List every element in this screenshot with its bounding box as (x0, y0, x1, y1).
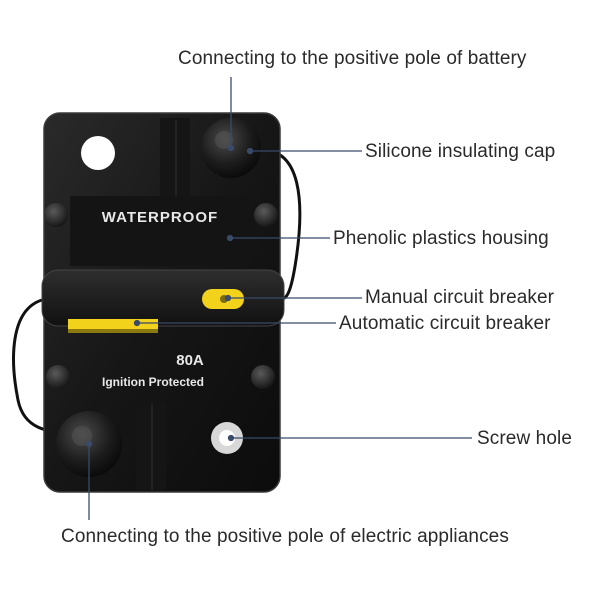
leader-lines (85, 77, 472, 520)
screw (251, 365, 275, 389)
ignition-marking: Ignition Protected (102, 375, 204, 389)
reset-lever (42, 270, 284, 326)
waterproof-marking: WATERPROOF (102, 209, 218, 226)
callout-silicone-cap: Silicone insulating cap (365, 141, 556, 162)
callout-manual-breaker: Manual circuit breaker (365, 287, 555, 308)
callout-battery-pole: Connecting to the positive pole of batte… (178, 48, 527, 69)
screw (254, 203, 278, 227)
callout-screw-hole: Screw hole (477, 428, 572, 449)
mounting-hole-top (81, 136, 115, 170)
screw (46, 365, 70, 389)
callout-housing: Phenolic plastics housing (333, 228, 549, 249)
callout-appliance-pole: Connecting to the positive pole of elect… (61, 526, 509, 547)
amperage-rating: 80A (176, 352, 204, 369)
screw (44, 203, 68, 227)
callout-automatic-breaker: Automatic circuit breaker (339, 313, 551, 334)
top-wire (261, 148, 302, 302)
